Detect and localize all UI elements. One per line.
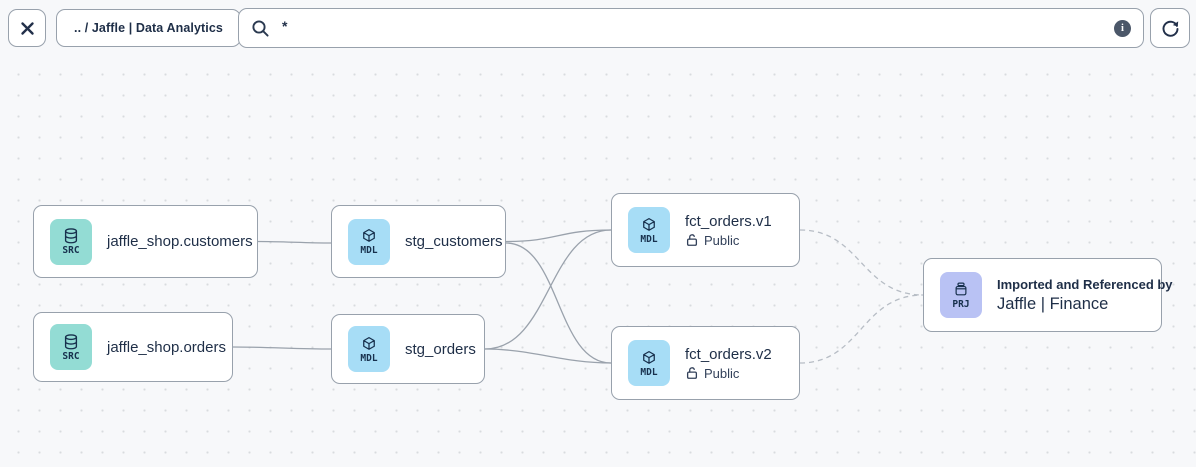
refresh-icon [1162, 20, 1178, 37]
model-icon: MDL [348, 218, 390, 265]
node-tag: PRJ [952, 298, 970, 310]
node-label: Jaffle | Finance [997, 294, 1109, 313]
cube-icon [643, 350, 655, 364]
node-label: jaffle_shop.customers [107, 233, 253, 250]
node-source-jaffle-shop-customers[interactable]: SRC jaffle_shop.customers [33, 205, 258, 278]
node-tag: MDL [640, 366, 658, 378]
search-icon [252, 19, 269, 37]
node-model-stg-customers[interactable]: MDL stg_customers [331, 205, 506, 278]
node-label: stg_orders [405, 340, 476, 358]
node-tag: SRC [62, 245, 80, 257]
access-label: Public [704, 365, 740, 381]
node-tag: MDL [640, 233, 658, 245]
cube-icon [363, 229, 375, 243]
node-tag: SRC [62, 350, 80, 362]
lineage-toolbar: .. / Jaffle | Data Analytics * i [0, 0, 1196, 58]
refresh-button[interactable] [1150, 8, 1190, 48]
node-tag: MDL [360, 245, 378, 257]
close-button[interactable] [8, 9, 46, 47]
node-label: fct_orders.v2 [685, 345, 772, 363]
model-icon: MDL [348, 326, 390, 372]
node-model-fct-orders-v1[interactable]: MDL fct_orders.v1 Public [611, 193, 800, 267]
unlock-icon [686, 234, 698, 246]
model-icon: MDL [628, 207, 670, 253]
breadcrumb[interactable]: .. / Jaffle | Data Analytics [56, 9, 241, 47]
project-icon: PRJ [940, 272, 982, 318]
node-label: jaffle_shop.orders [107, 338, 226, 356]
node-source-jaffle-shop-orders[interactable]: SRC jaffle_shop.orders [33, 312, 233, 382]
access-label: Public [704, 232, 740, 248]
node-label: fct_orders.v1 [685, 212, 772, 230]
node-label: stg_customers [405, 233, 503, 250]
source-icon: SRC [50, 324, 92, 370]
source-icon: SRC [50, 218, 92, 265]
node-model-fct-orders-v2[interactable]: MDL fct_orders.v2 Public [611, 326, 800, 400]
unlock-icon [686, 367, 698, 379]
archive-box-icon [955, 282, 967, 296]
node-subtitle: Imported and Referenced by [997, 276, 1173, 292]
node-model-stg-orders[interactable]: MDL stg_orders [331, 314, 485, 384]
node-project-jaffle-finance[interactable]: PRJ Imported and Referenced by Jaffle | … [923, 258, 1173, 332]
breadcrumb-label: .. / Jaffle | Data Analytics [74, 21, 223, 35]
node-tag: MDL [360, 352, 378, 364]
cube-icon [363, 336, 375, 350]
model-icon: MDL [628, 340, 670, 386]
cube-icon [643, 217, 655, 231]
info-icon[interactable]: i [1114, 20, 1131, 37]
database-icon [64, 228, 78, 244]
close-icon [20, 21, 34, 35]
search-box[interactable]: * i [238, 8, 1144, 48]
database-icon [64, 333, 78, 350]
search-input[interactable]: * [282, 18, 288, 34]
